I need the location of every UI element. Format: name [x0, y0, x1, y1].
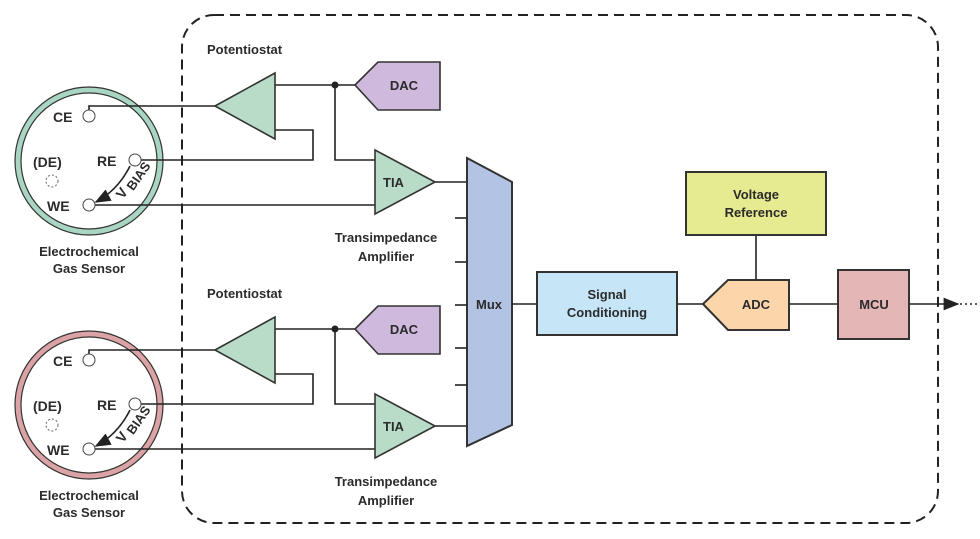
tia-caption-1: Transimpedance [335, 474, 438, 489]
ce-pin [82, 353, 96, 367]
de-label: (DE) [33, 154, 62, 170]
mux-inputs [455, 217, 467, 386]
signal-conditioning-label-1: Signal [587, 287, 626, 302]
mux-label: Mux [476, 297, 503, 312]
sensor-label-2: Gas Sensor [53, 261, 125, 276]
mcu-label: MCU [859, 297, 889, 312]
potentiostat-label: Potentiostat [207, 286, 283, 301]
wire [334, 85, 375, 161]
sensor-label-1: Electrochemical [39, 244, 139, 259]
tia-label: TIA [383, 419, 405, 434]
ce-label: CE [53, 109, 72, 125]
junction-dot [331, 81, 339, 89]
gas-sensor-outline [14, 330, 164, 480]
adc-block [701, 279, 790, 331]
sensor-label-1: Electrochemical [39, 488, 139, 503]
gas-sensor-inner-outline [20, 92, 158, 230]
de-label: (DE) [33, 398, 62, 414]
gas-sensor-ring [15, 87, 163, 235]
we-label: WE [47, 442, 70, 458]
ce-label: CE [53, 353, 72, 369]
dac-label: DAC [390, 78, 419, 93]
de-pin [45, 174, 59, 188]
voltage-reference-label-2: Reference [725, 205, 788, 220]
gas-sensor-inner-outline [20, 336, 158, 474]
vbias-arrow [94, 165, 131, 203]
dac-label: DAC [390, 322, 419, 337]
mux [466, 156, 513, 448]
gas-sensor-outline [14, 86, 164, 236]
voltage-reference-block [685, 171, 827, 236]
dac-block [353, 61, 441, 111]
re-label: RE [97, 153, 116, 169]
gas-sensor-ring [15, 331, 163, 479]
we-pin [82, 198, 96, 212]
tia-label: TIA [383, 175, 405, 190]
tia-amplifier [374, 392, 437, 460]
we-label: WE [47, 198, 70, 214]
system-boundary [181, 14, 939, 524]
vbias-arrow [94, 409, 131, 447]
re-pin [128, 153, 142, 167]
voltage-reference-label-1: Voltage [733, 187, 779, 202]
tia-caption-2: Amplifier [358, 493, 414, 508]
signal-conditioning-block [536, 271, 678, 336]
wire [88, 349, 215, 354]
re-label: RE [97, 397, 116, 413]
wire [141, 129, 314, 161]
adc-label: ADC [742, 297, 771, 312]
wire [141, 373, 314, 405]
re-pin [128, 397, 142, 411]
wire [334, 329, 375, 405]
junction-dot [331, 325, 339, 333]
signal-conditioning-label-2: Conditioning [567, 305, 647, 320]
potentiostat-label: Potentiostat [207, 42, 283, 57]
mcu-block [837, 269, 910, 340]
potentiostat-amplifier [213, 71, 276, 141]
vbias-subscript: BIAS [123, 159, 153, 193]
we-pin [82, 442, 96, 456]
wire [88, 105, 215, 110]
tia-caption-1: Transimpedance [335, 230, 438, 245]
potentiostat-amplifier [213, 315, 276, 385]
sensor-label-2: Gas Sensor [53, 505, 125, 520]
ce-pin [82, 109, 96, 123]
tia-amplifier [374, 148, 437, 216]
de-pin [45, 418, 59, 432]
vbias-subscript: BIAS [123, 403, 153, 437]
tia-caption-2: Amplifier [358, 249, 414, 264]
dac-block [353, 305, 441, 355]
